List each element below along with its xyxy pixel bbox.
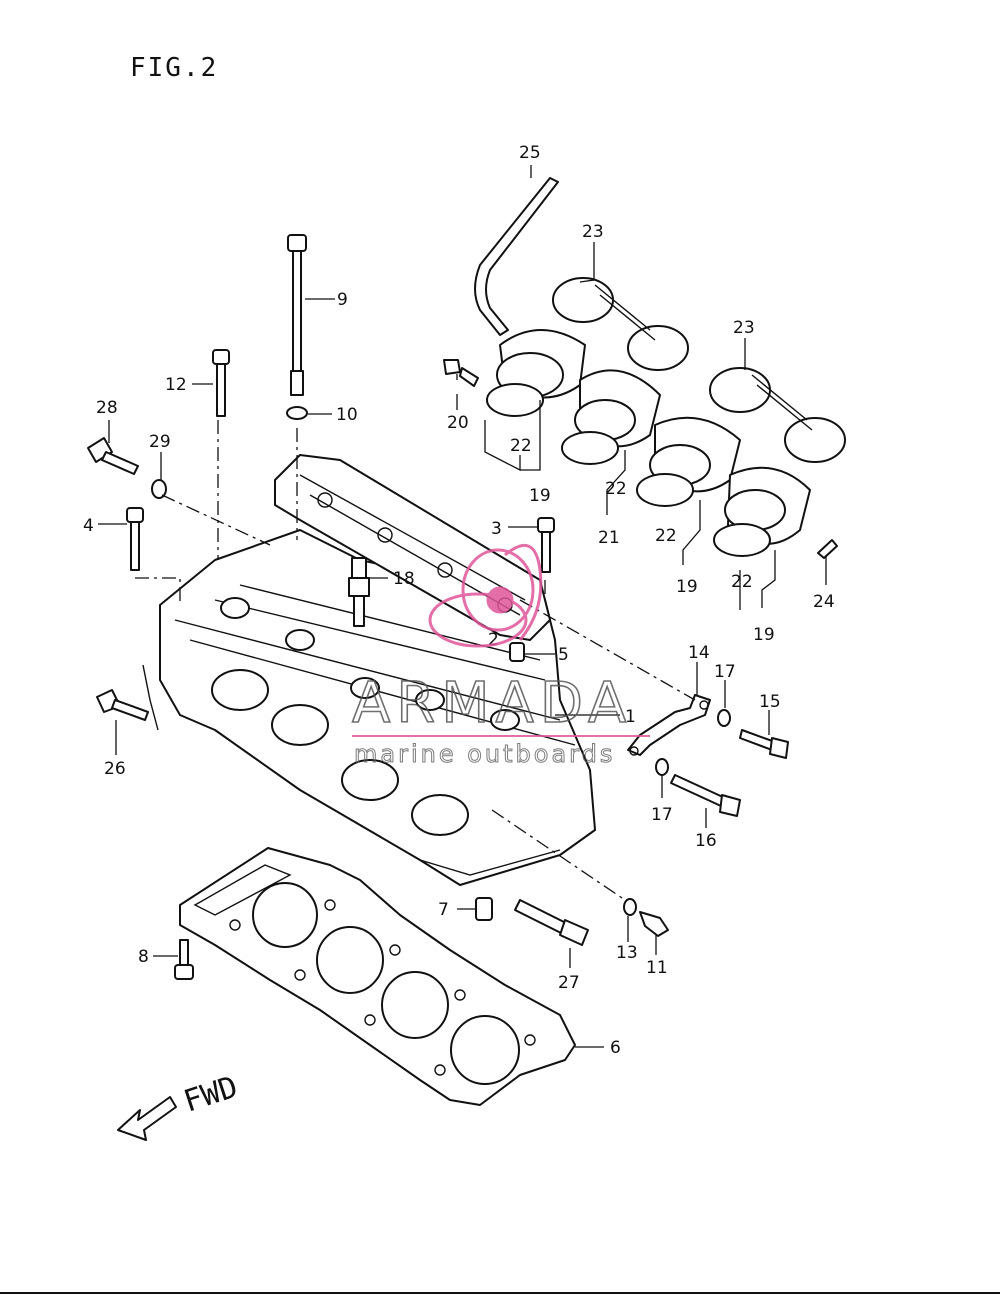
vacuum-hose [474,177,559,336]
callout-23b: 23 [733,318,755,338]
callout-19a: 19 [529,486,551,506]
fitting-20 [443,359,479,387]
callout-22c: 22 [655,526,677,546]
bolt-12 [212,349,230,417]
screw-24 [817,539,838,559]
callout-22a: 22 [510,436,532,456]
callout-4: 4 [83,516,94,536]
callout-23a: 23 [582,222,604,242]
callout-6: 6 [610,1038,621,1058]
callout-25: 25 [519,143,541,163]
callout-29: 29 [149,432,171,452]
washer-29 [151,479,167,499]
bolt-16 [670,774,741,817]
callout-19c: 19 [753,625,775,645]
callout-labels: 1 2 3 4 5 6 7 8 9 10 11 12 13 14 15 16 1… [83,143,835,1058]
callout-2: 2 [488,630,499,650]
bolt-4 [126,507,144,571]
dowel-7 [475,897,493,921]
callout-20: 20 [447,413,469,433]
bracket-14 [627,694,711,756]
callout-22b: 22 [605,479,627,499]
intake-pipe-2 [574,369,661,448]
bolt-27 [514,899,589,946]
callout-22d: 22 [731,572,753,592]
bolt-11 [639,911,669,937]
bolt-8 [174,939,194,980]
washer-17a [717,709,731,727]
callout-24: 24 [813,592,835,612]
bolt-15 [739,729,789,759]
callout-15: 15 [759,692,781,712]
brand-watermark: ARMADA marine outboards [351,544,650,769]
callout-27: 27 [558,973,580,993]
spark-plug-18 [348,557,370,627]
intake-pipes [486,277,846,557]
callout-16: 16 [695,831,717,851]
washer-10 [286,406,308,420]
figure-title: FIG.2 [130,53,218,83]
washer-13 [623,898,637,916]
watermark-brand: ARMADA [352,671,632,736]
bolt-3 [537,517,555,573]
callout-3: 3 [491,519,502,539]
bolt-9-stud [287,234,307,396]
bolt-28 [87,437,139,475]
callout-9: 9 [337,290,348,310]
forward-label: FWD [180,1070,242,1120]
callout-18: 18 [393,569,415,589]
callout-11: 11 [646,958,668,978]
watermark-tagline: marine outboards [354,740,615,768]
callout-7: 7 [438,900,449,920]
callout-19b: 19 [676,577,698,597]
callout-8: 8 [138,947,149,967]
callout-14: 14 [688,643,710,663]
washer-17b [655,758,669,776]
callout-13: 13 [616,943,638,963]
watermark-logo-icon [428,544,543,648]
callout-26: 26 [104,759,126,779]
callout-10: 10 [336,405,358,425]
bolt-26 [96,689,149,721]
head-gasket [179,847,576,1106]
callout-28: 28 [96,398,118,418]
callout-5: 5 [558,645,569,665]
callout-17a: 17 [714,662,736,682]
callout-17b: 17 [651,805,673,825]
forward-arrow: FWD [117,1070,242,1141]
dowel-5 [509,642,525,662]
intake-pipe-3 [649,416,741,493]
leader-lines [98,165,827,1048]
callout-12: 12 [165,375,187,395]
callout-21: 21 [598,528,620,548]
callout-1: 1 [625,707,636,727]
